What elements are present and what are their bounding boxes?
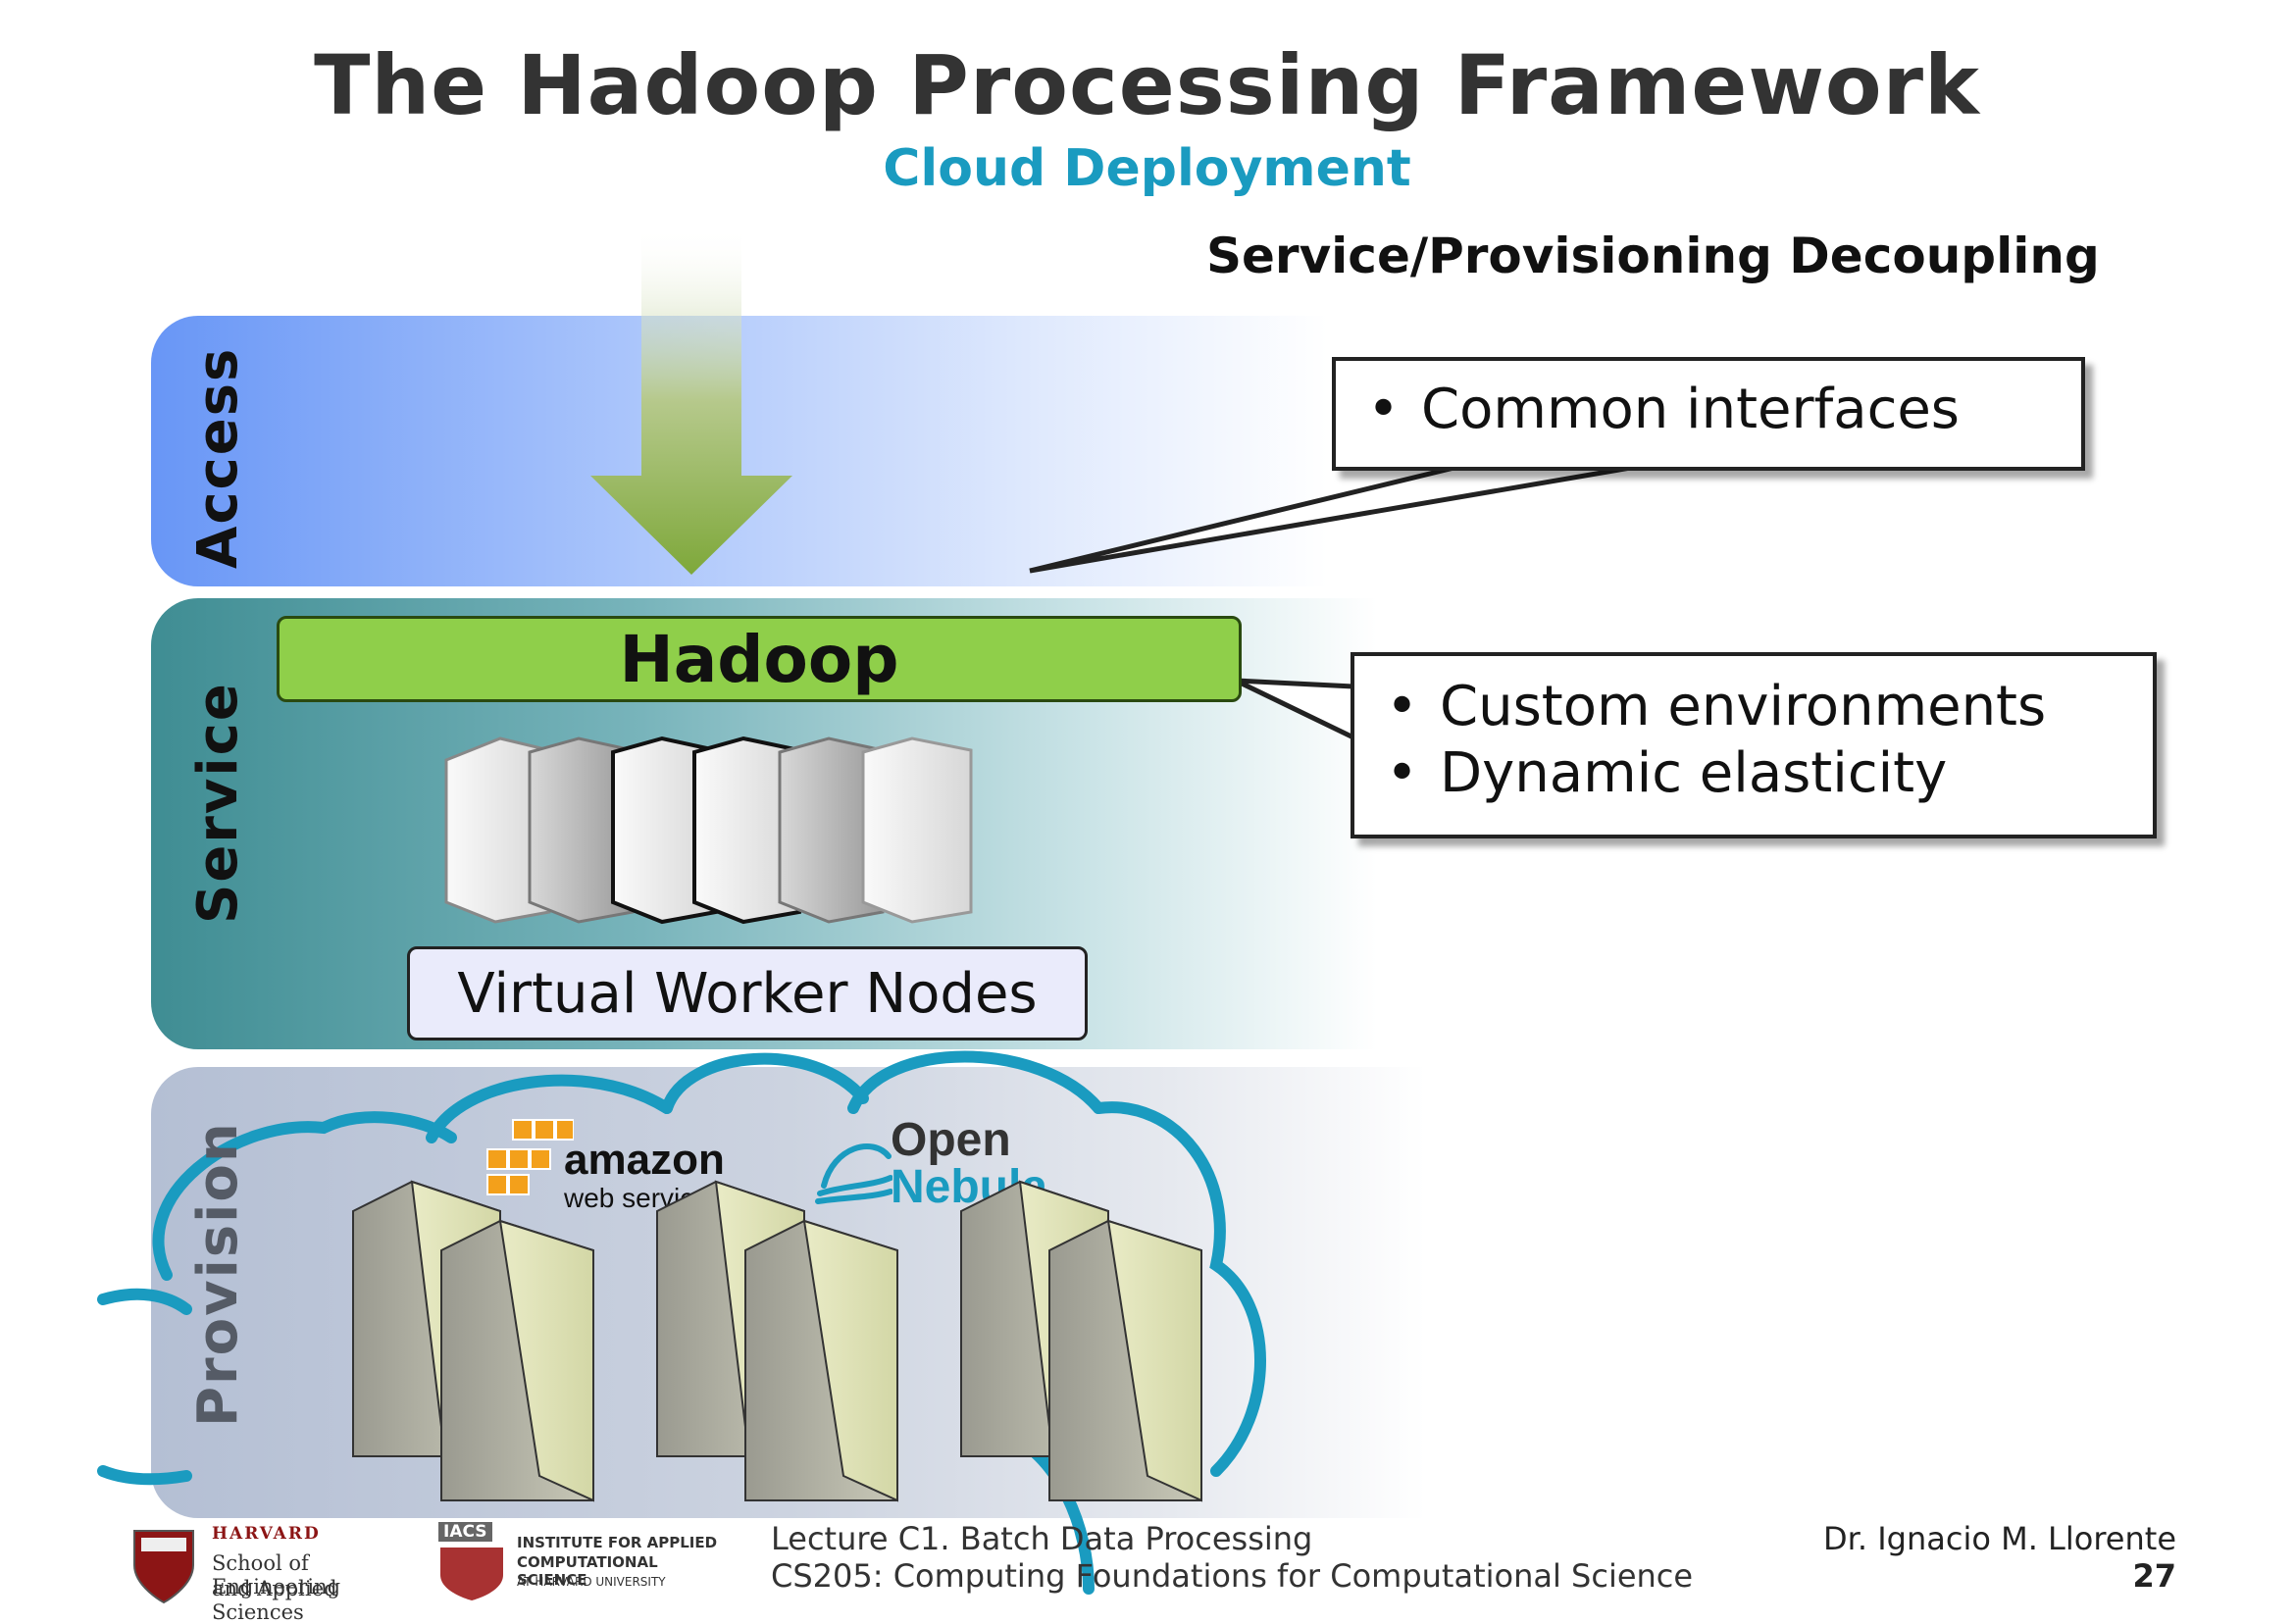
service-callout: Custom environments Dynamic elasticity: [1351, 652, 2157, 838]
harvard-school-line1: School of Engineering: [212, 1551, 341, 1599]
iacs-logo: IACS INSTITUTE FOR APPLIED COMPUTATIONAL…: [436, 1520, 731, 1608]
aws-cubes-icon: [486, 1119, 574, 1195]
footer-author: Dr. Ignacio M. Llorente: [1823, 1520, 2176, 1557]
virtual-servers: [444, 736, 973, 925]
amazon-web-services-logo: amazon web services: [485, 1118, 750, 1216]
hadoop-bar: Hadoop: [277, 616, 1242, 702]
iacs-line3: AT HARVARD UNIVERSITY: [517, 1575, 666, 1589]
rack-pair-3: [960, 1180, 1202, 1502]
callout-item: Dynamic elasticity: [1386, 740, 2153, 807]
server-icon: [861, 736, 973, 924]
cloud-lobe-top-mid: [661, 1052, 869, 1114]
footer-course: CS205: Computing Foundations for Computa…: [771, 1557, 1694, 1595]
cloud-lobe-bottom-left: [97, 1465, 192, 1486]
amazon-name: amazon: [564, 1136, 725, 1184]
rack-pair-2: [656, 1180, 898, 1502]
server-icon: [692, 736, 801, 925]
opennebula-open: Open: [891, 1114, 1011, 1166]
server-icon: [778, 736, 885, 924]
iacs-line2: COMPUTATIONAL SCIENCE: [517, 1553, 658, 1589]
iacs-line1: INSTITUTE FOR APPLIED: [517, 1534, 718, 1551]
harvard-school-line2: and Applied Sciences: [212, 1577, 337, 1624]
footer-lecture-info: Lecture C1. Batch Data Processing CS205:…: [771, 1520, 1693, 1595]
rack-icon: [440, 1219, 594, 1502]
server-icon: [444, 736, 551, 924]
iacs-badge: IACS: [438, 1522, 492, 1542]
harvard-seas-logo: HARVARD School of Engineering and Applie…: [129, 1520, 414, 1624]
physical-racks: [352, 1180, 1202, 1502]
slide-title: The Hadoop Processing Framework: [314, 37, 1980, 133]
rack-icon: [744, 1219, 898, 1502]
cloud-lobe-right: [1093, 1101, 1266, 1477]
rack-pair-1: [352, 1180, 594, 1502]
footer-lecture: Lecture C1. Batch Data Processing: [771, 1520, 1313, 1557]
harvard-wordmark: HARVARD: [212, 1524, 321, 1544]
access-callout: Common interfaces: [1332, 357, 2085, 471]
opennebula-swirl-icon: [815, 1143, 892, 1204]
cloud-lobe-far-left: [97, 1288, 192, 1315]
down-arrow-icon: [590, 226, 792, 575]
cloud-lobe-top-left: [426, 1074, 673, 1143]
callout2-pointer: [1234, 678, 1356, 741]
callout1-pointer: [1029, 462, 1649, 574]
cloud-lobe-left: [152, 1111, 457, 1281]
slide-subtitle: Cloud Deployment: [883, 139, 1411, 198]
harvard-shield-icon: [133, 1530, 194, 1604]
footer-author-info: Dr. Ignacio M. Llorente 27: [1823, 1520, 2176, 1595]
page-number: 27: [2132, 1557, 2176, 1595]
rack-icon: [1048, 1219, 1202, 1502]
section-heading: Service/Provisioning Decoupling: [1206, 228, 2100, 284]
virtual-worker-nodes-box: Virtual Worker Nodes: [407, 946, 1088, 1040]
cloud-lobe-top-right: [847, 1050, 1104, 1114]
callout-item: Custom environments: [1386, 674, 2153, 740]
iacs-shield-icon: [440, 1548, 503, 1600]
callout-item: Common interfaces: [1367, 377, 2081, 443]
